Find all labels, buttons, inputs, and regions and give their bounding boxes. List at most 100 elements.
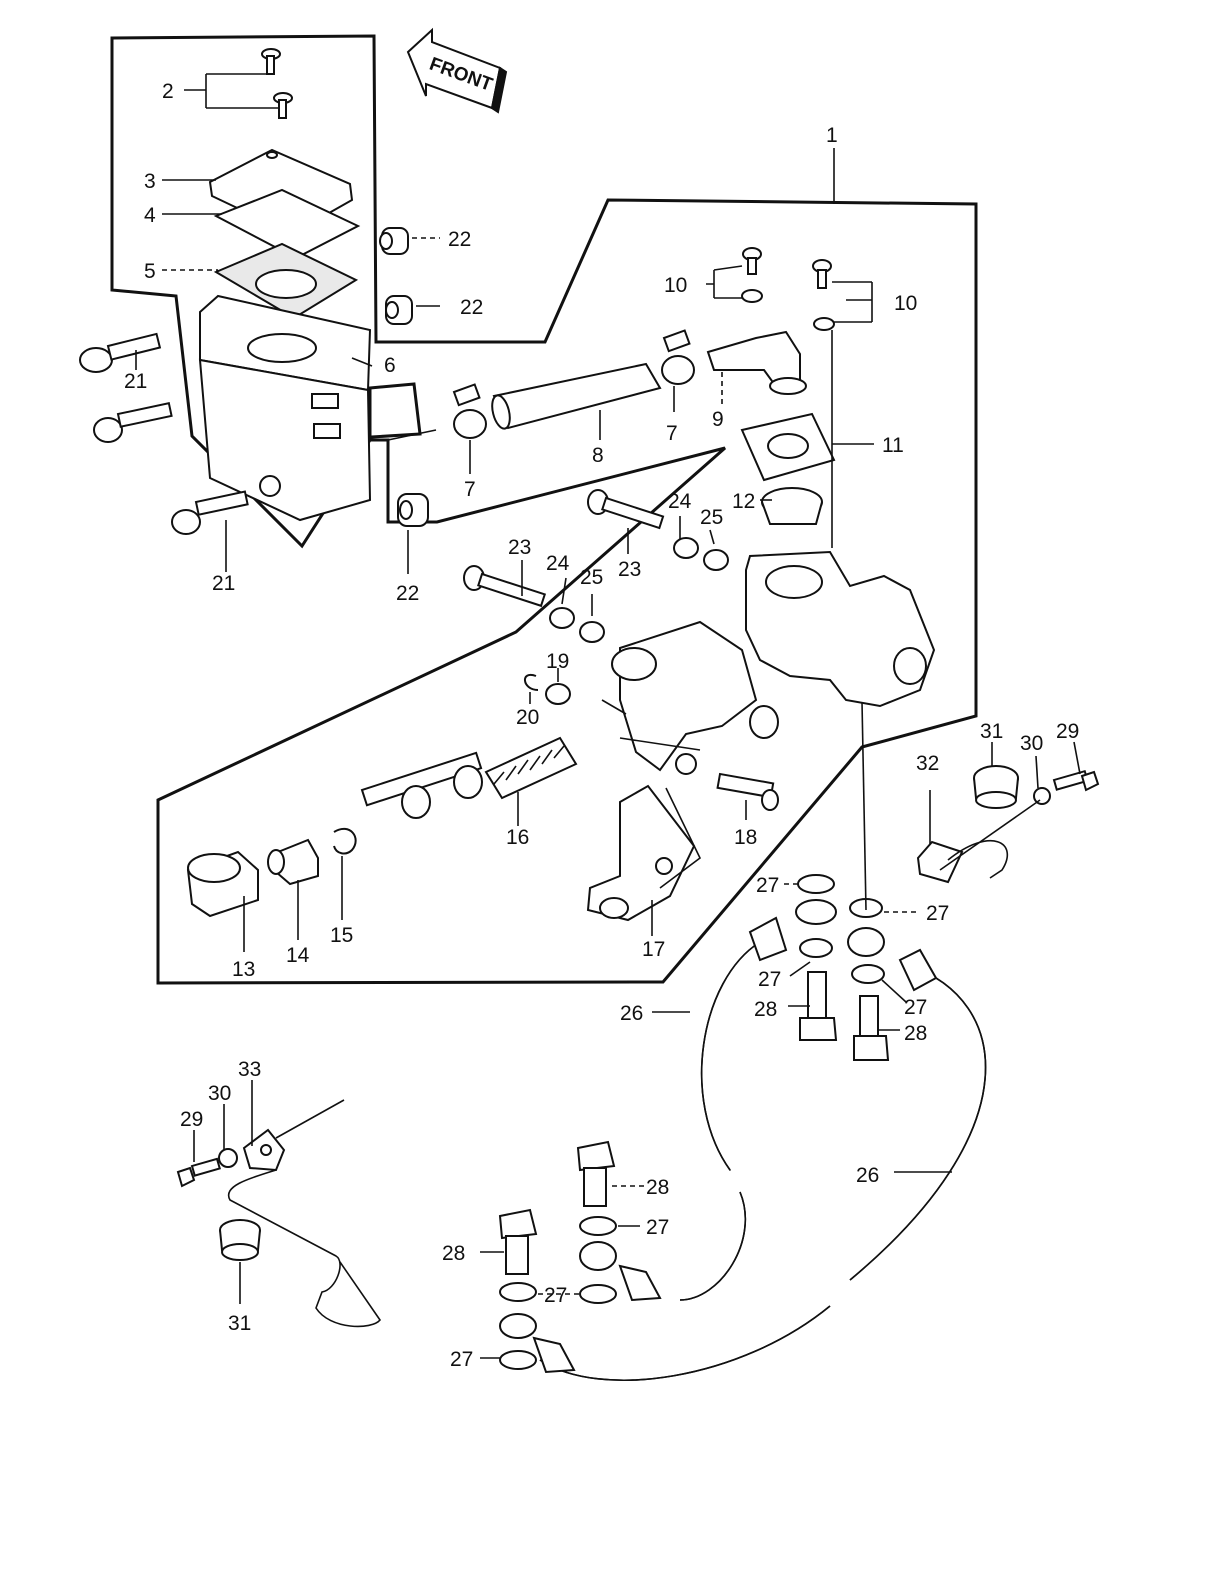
callout-29b: 29 [180,1108,203,1131]
hose-guide-bracket [227,1128,381,1328]
sealing-washer [579,1284,617,1304]
banjo-fitting-lower [499,1241,662,1374]
callout-9: 9 [712,408,724,431]
callout-15: 15 [330,924,353,947]
clamp-grommet-right [973,765,1019,809]
fitting-screw-right [812,259,835,331]
grommet-middle [385,295,413,325]
callout-27d: 27 [904,996,927,1019]
clutch-hose-left [700,941,761,1171]
callout-4: 4 [144,204,156,227]
callout-13: 13 [232,958,255,981]
mounting-bolt-right [587,489,729,571]
reservoir-tank [198,294,372,522]
main-body-outline-accent [387,429,437,441]
banjo-bolt [498,1208,538,1275]
banjo-bolt [576,1140,616,1207]
callout-29a: 29 [1056,720,1079,743]
callout-31b: 31 [228,1312,251,1335]
sealing-washer [799,938,833,958]
callout-23a: 23 [508,536,531,559]
callout-32: 32 [916,752,939,775]
callout-24b: 24 [668,490,692,513]
sealing-washer [851,964,885,984]
return-spring [484,736,578,800]
callout-27a: 27 [756,874,779,897]
banjo-fitting-upper-right [847,927,938,992]
clamp-grommet-left [219,1219,261,1261]
callout-21b: 21 [212,572,235,595]
callout-26a: 26 [620,1002,643,1025]
reservoir-bolt-bottom [171,490,249,535]
callout-27c: 27 [758,968,781,991]
leader-lines [135,73,1081,1359]
clamp-bolt-left [176,1148,238,1188]
pivot-pin [716,772,779,811]
callout-27g: 27 [450,1348,473,1371]
callout-24a: 24 [546,552,570,575]
callout-11: 11 [882,434,904,457]
callout-5: 5 [144,260,156,283]
clutch-lever-arm [586,784,696,922]
callout-7a: 7 [464,478,476,501]
callout-labels: 1 2 3 4 5 6 7 7 8 9 10 10 11 12 13 14 15… [124,80,1079,1371]
callout-10b: 10 [894,292,917,315]
master-cylinder-body [611,550,936,775]
callout-28b: 28 [904,1022,927,1045]
fitting-screw-left [741,247,763,303]
clamp-bolt-right [1033,769,1100,805]
dust-boot [186,850,259,918]
callout-7b: 7 [666,422,678,445]
reservoir-group-outline [110,34,978,985]
reservoir-bolt-upper [79,332,162,373]
callout-33: 33 [238,1058,261,1081]
front-direction-arrow: FRONT [406,27,508,114]
callout-25b: 25 [700,506,723,529]
hose-clamp-bracket [916,839,1008,884]
grommet-lower [397,493,429,527]
banjo-bolt [799,971,838,1041]
banjo-bolt [853,995,890,1061]
fitting-seal [761,487,823,525]
cap-plate [213,188,361,260]
grommet-upper [379,227,409,255]
callout-17: 17 [642,938,665,961]
callout-12: 12 [732,490,755,513]
callout-8: 8 [592,444,604,467]
callout-14: 14 [286,944,310,967]
callout-28c: 28 [646,1176,669,1199]
callout-22c: 22 [396,582,419,605]
callout-2: 2 [162,80,174,103]
callout-1: 1 [826,124,838,147]
callout-10a: 10 [664,274,687,297]
callout-25a: 25 [580,566,603,589]
callout-6: 6 [384,354,396,377]
callout-18: 18 [734,826,757,849]
callout-26b: 26 [856,1164,879,1187]
sealing-washer [797,874,835,894]
callout-23b: 23 [618,558,641,581]
piston-assembly [360,751,483,819]
piston-cup [267,838,319,886]
mounting-bolt-left [463,565,605,643]
callout-28a: 28 [754,998,777,1021]
callout-16: 16 [506,826,529,849]
banjo-fitting-upper-left [748,899,837,962]
callout-20: 20 [516,706,539,729]
reservoir-hose [491,362,662,430]
callout-30b: 30 [208,1082,231,1105]
callout-22b: 22 [460,296,483,319]
hose-clamp-left [452,383,487,439]
callout-3: 3 [144,170,156,193]
sealing-washer [499,1350,537,1370]
sealing-washer [499,1282,537,1302]
retaining-clip [333,827,357,855]
elbow-fitting [706,330,807,395]
callout-30a: 30 [1020,732,1043,755]
callout-21a: 21 [124,370,147,393]
cap-screw-upper [261,48,281,75]
callout-31a: 31 [980,720,1003,743]
hose-clamp-right [661,329,695,385]
snap-ring-and-washer [524,673,571,705]
